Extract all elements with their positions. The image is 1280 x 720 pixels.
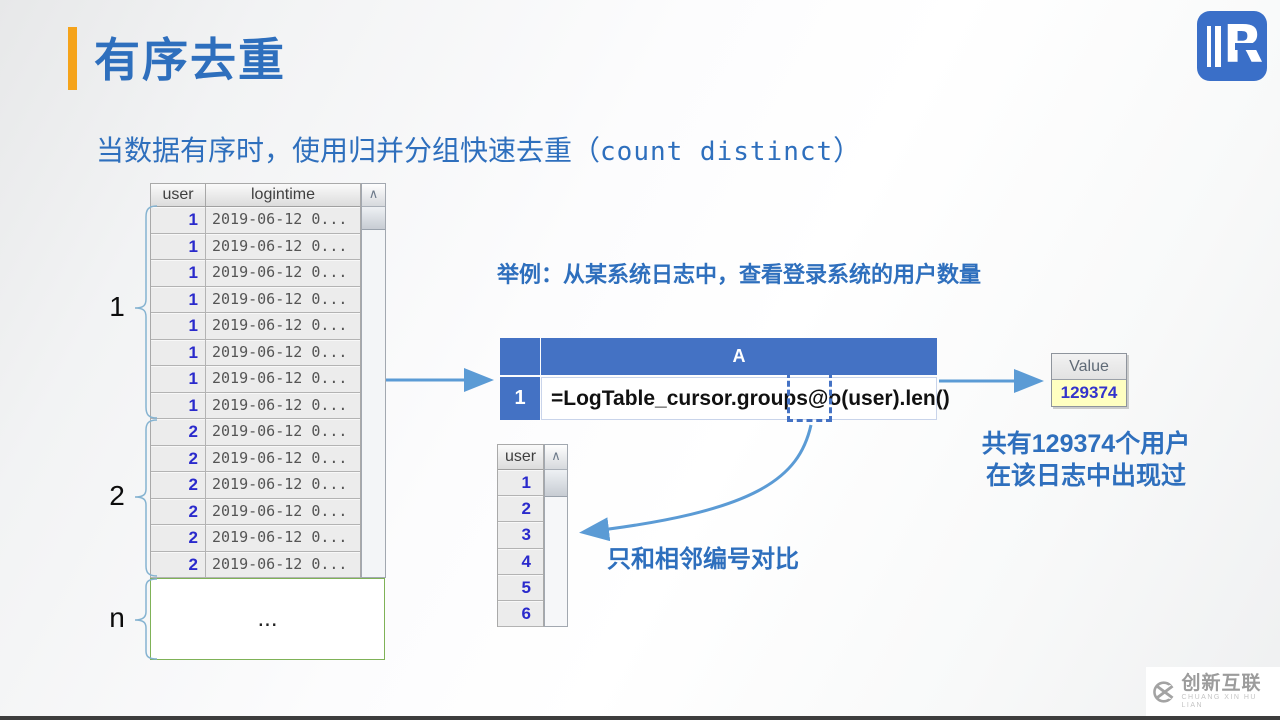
log-table: user logintime 1 2019-06-12 0... 1 2019-… <box>150 183 386 578</box>
table-row: 2 2019-06-12 0... <box>151 551 360 578</box>
scroll-up-icon[interactable]: ∧ <box>545 445 567 470</box>
cell-logintime: 2019-06-12 0... <box>212 448 348 467</box>
cell-logintime: 2019-06-12 0... <box>212 316 348 334</box>
result-col-header: user <box>498 445 543 470</box>
subtitle: 当数据有序时，使用归并分组快速去重（count distinct） <box>96 129 861 169</box>
scrollbar-thumb[interactable] <box>545 470 567 497</box>
table-row: 2 2019-06-12 0... <box>151 498 360 525</box>
cell-logintime: 2019-06-12 0... <box>212 289 348 308</box>
logo-stripe-icon <box>1215 26 1221 67</box>
result-note-line2: 在该日志中出现过 <box>985 462 1186 490</box>
value-box: Value 129374 <box>1051 353 1127 407</box>
value-box-header: Value <box>1052 354 1126 380</box>
sheet-corner-cell <box>500 338 540 375</box>
cell-logintime: 2019-06-12 0... <box>212 475 348 493</box>
cell-user: 1 <box>151 392 206 418</box>
table-row: 1 <box>498 470 543 497</box>
cell-logintime: 2019-06-12 0... <box>212 395 348 414</box>
raqsoft-logo-icon: R <box>1197 11 1267 81</box>
cell-logintime: 2019-06-12 0... <box>212 369 348 387</box>
scroll-up-icon[interactable]: ∧ <box>362 184 385 207</box>
cell-user: 1 <box>151 366 206 392</box>
table-row: 1 2019-06-12 0... <box>151 233 360 260</box>
table-row: 2 2019-06-12 0... <box>151 445 360 472</box>
result-note-line1: 共有129374个用户 <box>981 430 1191 458</box>
subtitle-text: 当数据有序时，使用归并分组快速去重（ <box>96 135 601 166</box>
cell-logintime: 2019-06-12 0... <box>212 342 348 361</box>
cell-logintime: 2019-06-12 0... <box>212 422 348 440</box>
logo-stripe-icon <box>1207 26 1211 67</box>
cell-logintime: 2019-06-12 0... <box>212 236 348 255</box>
cell-user: 2 <box>151 445 206 471</box>
table-row: 1 2019-06-12 0... <box>151 366 360 393</box>
cell-user: 1 <box>151 260 206 286</box>
table-row: 1 2019-06-12 0... <box>151 339 360 366</box>
col-header-logintime: logintime <box>250 186 316 203</box>
log-table-header: user logintime <box>151 184 360 207</box>
log-table-ellipsis-box: ... <box>150 578 385 660</box>
cell-user: 2 <box>151 472 206 498</box>
cell-user: 1 <box>151 313 206 339</box>
log-table-scrollbar[interactable]: ∧ <box>361 183 386 578</box>
table-row: 6 <box>498 601 543 628</box>
cell-user: 1 <box>151 233 206 259</box>
watermark-name: 创新互联 <box>1181 672 1262 694</box>
cell-user: 1 <box>151 339 206 365</box>
table-row: 2 2019-06-12 0... <box>151 525 360 552</box>
log-table-columns: user logintime 1 2019-06-12 0... 1 2019-… <box>150 183 361 578</box>
ellipsis-text: ... <box>257 605 278 632</box>
watermark: 创新互联 CHUANG XIN HU LIAN <box>1146 667 1280 716</box>
cell-logintime: 2019-06-12 0... <box>212 263 348 281</box>
cell-logintime: 2019-06-12 0... <box>212 554 348 573</box>
table-row: 2 2019-06-12 0... <box>151 419 360 446</box>
cell-logintime: 2019-06-12 0... <box>212 528 348 546</box>
bottom-strip <box>0 716 1280 720</box>
cell-logintime: 2019-06-12 0... <box>212 501 348 520</box>
result-table-column: user 1 2 3 4 5 6 <box>497 444 544 628</box>
cell-user: 1 <box>151 207 206 233</box>
col-header-user: user <box>151 184 206 206</box>
group-label-2: 2 <box>109 480 125 511</box>
table-row: 1 2019-06-12 0... <box>151 313 360 340</box>
cell-user: 2 <box>151 419 206 445</box>
compare-note: 只和相邻编号对比 <box>607 546 799 573</box>
example-caption: 举例：从某系统日志中，查看登录系统的用户数量 <box>497 262 982 287</box>
scrollbar-thumb[interactable] <box>362 207 385 230</box>
result-table-body: 1 2 3 4 5 6 <box>498 470 543 628</box>
cell-user: 2 <box>151 551 206 577</box>
result-table: user 1 2 3 4 5 6 ∧ <box>497 444 568 628</box>
table-row: 2 <box>498 496 543 523</box>
table-row: 1 2019-06-12 0... <box>151 207 360 234</box>
formula-sheet: A 1 =LogTable_cursor.groups@o(user).len(… <box>500 338 950 420</box>
cell-user: 2 <box>151 525 206 551</box>
group-label-1: 1 <box>109 291 125 322</box>
table-row: 1 2019-06-12 0... <box>151 392 360 419</box>
log-table-body: 1 2019-06-12 0... 1 2019-06-12 0... 1 20… <box>151 207 360 578</box>
logo-slit <box>1235 43 1261 50</box>
cell-user: 2 <box>151 498 206 524</box>
table-row: 5 <box>498 575 543 601</box>
table-row: 4 <box>498 549 543 575</box>
cell-user: 1 <box>151 286 206 312</box>
table-row: 1 2019-06-12 0... <box>151 286 360 313</box>
arrow-option-to-table <box>579 424 813 542</box>
subtitle-suffix: ） <box>833 135 862 166</box>
result-note: 共有129374个用户 在该日志中出现过 <box>940 428 1232 492</box>
watermark-subtext: CHUANG XIN HU LIAN <box>1181 693 1257 709</box>
option-highlight-box <box>787 372 832 422</box>
subtitle-code: count distinct <box>600 137 834 167</box>
group-label-n: n <box>109 602 125 633</box>
watermark-logo-icon <box>1153 680 1178 703</box>
table-row: 2 2019-06-12 0... <box>151 472 360 499</box>
formula-cell[interactable]: =LogTable_cursor.groups@o(user).len() <box>541 377 950 420</box>
cell-logintime: 2019-06-12 0... <box>212 210 348 228</box>
value-box-value: 129374 <box>1052 380 1126 406</box>
table-row: 1 2019-06-12 0... <box>151 260 360 287</box>
result-table-scrollbar[interactable]: ∧ <box>544 444 568 627</box>
sheet-row-header: 1 <box>500 377 540 420</box>
sheet-column-header: A <box>541 338 937 375</box>
page-title: 有序去重 <box>94 34 286 86</box>
title-accent-bar <box>68 27 77 90</box>
table-row: 3 <box>498 522 543 549</box>
